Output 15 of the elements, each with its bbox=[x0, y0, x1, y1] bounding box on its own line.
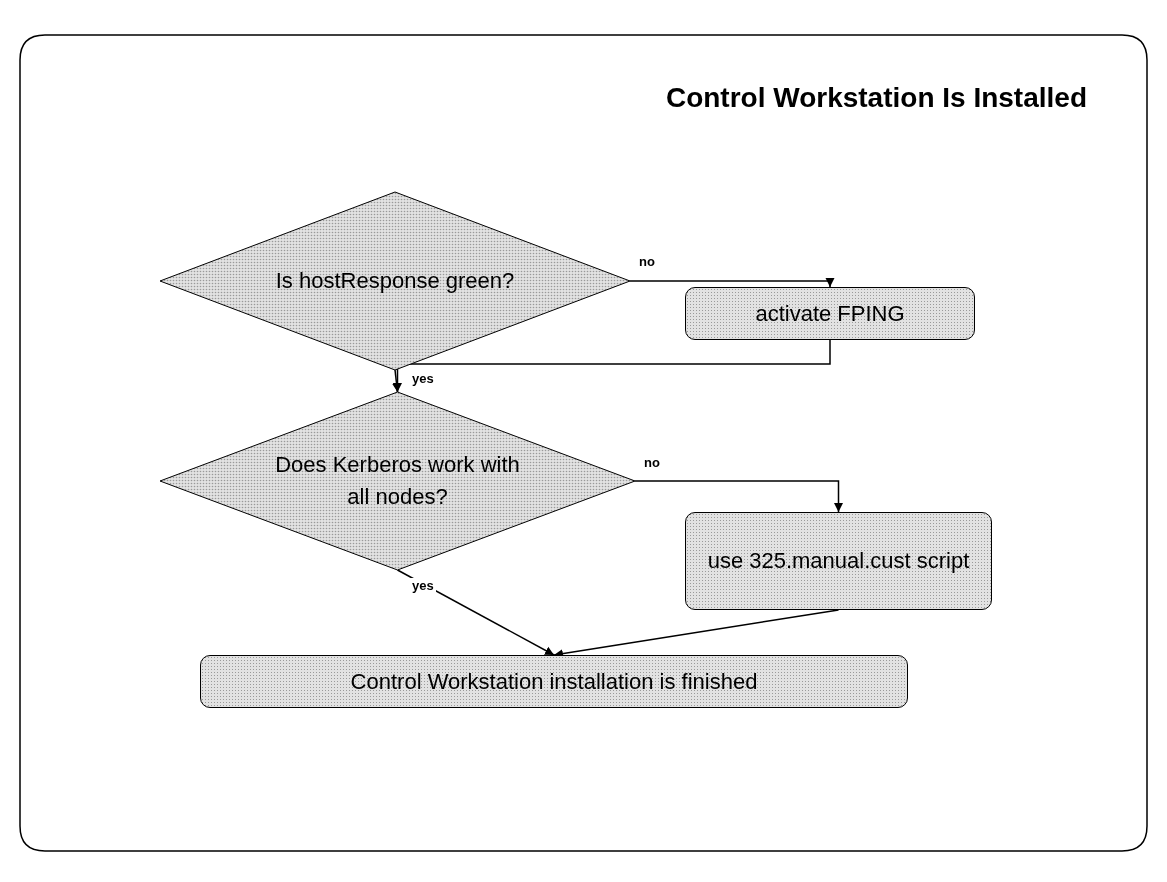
title: Control Workstation Is Installed bbox=[665, 82, 1087, 114]
process-box bbox=[685, 287, 975, 340]
edge-label: yes bbox=[410, 578, 436, 593]
arrow bbox=[629, 278, 835, 288]
arrow bbox=[634, 480, 843, 513]
process-box bbox=[685, 512, 992, 610]
arrow bbox=[393, 339, 831, 393]
decision-diamond bbox=[160, 392, 635, 570]
node-text: Control Workstation installation is finished bbox=[350, 667, 758, 696]
decision-diamond bbox=[160, 192, 630, 370]
node-text: Does Kerberos work with all nodes? bbox=[274, 451, 521, 511]
node-text: activate FPING bbox=[755, 299, 905, 328]
process-box bbox=[200, 655, 908, 708]
node-text: use 325.manual.cust script bbox=[707, 547, 970, 575]
node-text: Is hostResponse green? bbox=[275, 267, 515, 295]
